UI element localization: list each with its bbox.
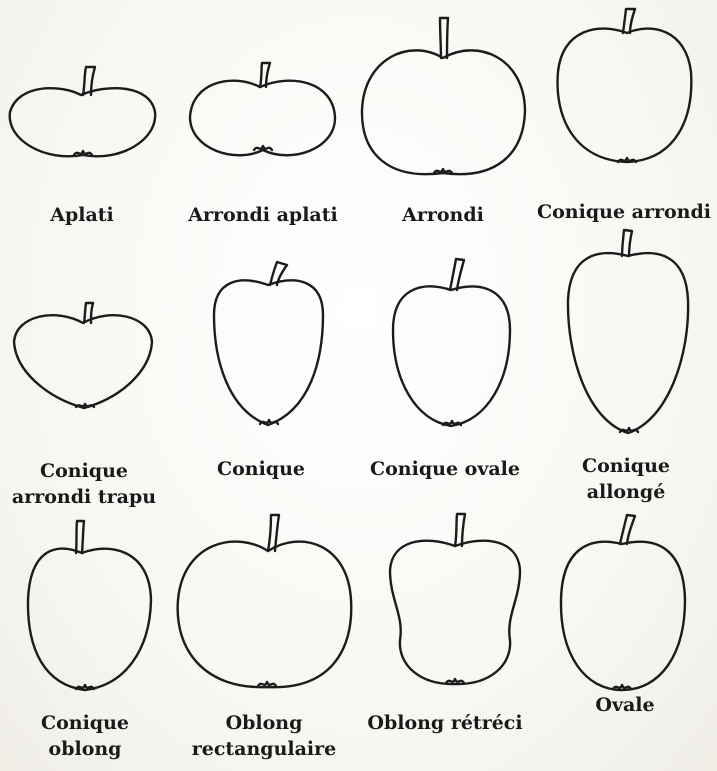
label-aplati: Aplati [0,202,182,228]
label-conique: Conique [161,456,361,482]
apple-aplati [10,67,155,156]
apple-arrondi [362,18,525,174]
label-arrondi-aplati: Arrondi aplati [163,202,363,228]
apple-conique-arrondi-trapu [14,303,152,408]
apple-conique-arrondi [558,9,692,162]
apple-oblong-rectangulaire [178,515,352,687]
label-conique-ovale: Conique ovale [345,456,545,482]
label-conique-allonge: Conique allongé [526,453,717,505]
apple-conique-oblong [28,521,151,690]
label-conique-arrondi: Conique arrondi [524,199,717,225]
label-ovale: Ovale [525,692,717,718]
label-conique-arrondi-trapu: Conique arrondi trapu [0,458,184,510]
apple-conique-allonge [568,230,688,433]
apple-ovale [561,515,685,690]
apple-arrondi-aplati [190,63,335,155]
label-conique-oblong: Conique oblong [0,710,185,762]
label-oblong-retreci: Oblong rétréci [345,710,545,736]
label-oblong-rectangulaire: Oblong rectangulaire [164,710,364,762]
apple-conique [214,262,323,425]
label-arrondi: Arrondi [343,202,543,228]
apple-conique-ovale [393,259,510,426]
apple-oblong-retreci [390,514,520,684]
